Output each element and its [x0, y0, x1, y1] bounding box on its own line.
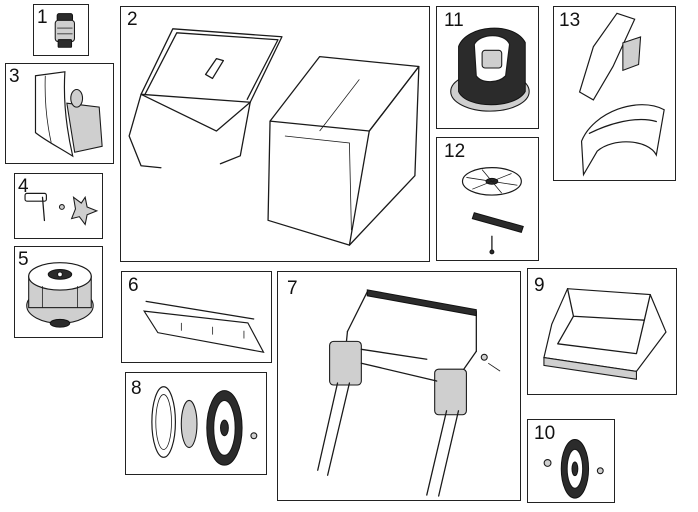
battery-cover-icon: [578, 12, 665, 177]
part-panel-5: 5: [14, 246, 103, 338]
part-panel-7: 6: [121, 271, 272, 363]
battery-pack-icon: [450, 27, 530, 112]
part-panel-2: 2: [120, 6, 430, 262]
part-number: 6: [128, 275, 139, 296]
grass-bag-icon: [128, 28, 420, 246]
part-number: 4: [18, 176, 29, 197]
part-number: 1: [37, 7, 48, 28]
rear-flap-icon: [143, 300, 265, 354]
rear-deflector-icon: [543, 288, 667, 380]
part-panel-6: 7: [277, 271, 521, 501]
front-wheel-icon: [543, 439, 604, 499]
part-panel-9: 9: [527, 268, 677, 395]
part-panel-8: 8: [125, 372, 267, 475]
part-number: 3: [9, 66, 20, 87]
knob-bolt-icon: [24, 192, 99, 226]
part-panel-13: 13: [553, 6, 676, 181]
part-panel-3: 3: [5, 63, 114, 164]
part-panel-4: 4: [14, 173, 103, 239]
part-number: 7: [287, 278, 298, 299]
part-number: 2: [127, 9, 138, 30]
battery-adapter-icon: [54, 13, 75, 48]
part-panel-1: 1: [33, 4, 89, 56]
fan-blade-icon: [461, 167, 524, 255]
part-panel-11: 11: [436, 6, 539, 129]
part-number: 11: [444, 10, 464, 31]
part-number: 9: [534, 275, 545, 296]
part-panel-12: 12: [436, 137, 539, 261]
rear-wheel-icon: [151, 386, 258, 466]
handle-assembly-icon: [317, 289, 501, 497]
part-number: 10: [534, 423, 556, 444]
motor-icon: [26, 262, 94, 328]
mulch-plug-icon: [34, 71, 103, 158]
part-number: 12: [444, 141, 466, 162]
part-number: 5: [18, 249, 29, 270]
part-number: 13: [559, 10, 581, 31]
part-panel-10: 10: [527, 419, 615, 503]
part-number: 8: [131, 378, 142, 399]
